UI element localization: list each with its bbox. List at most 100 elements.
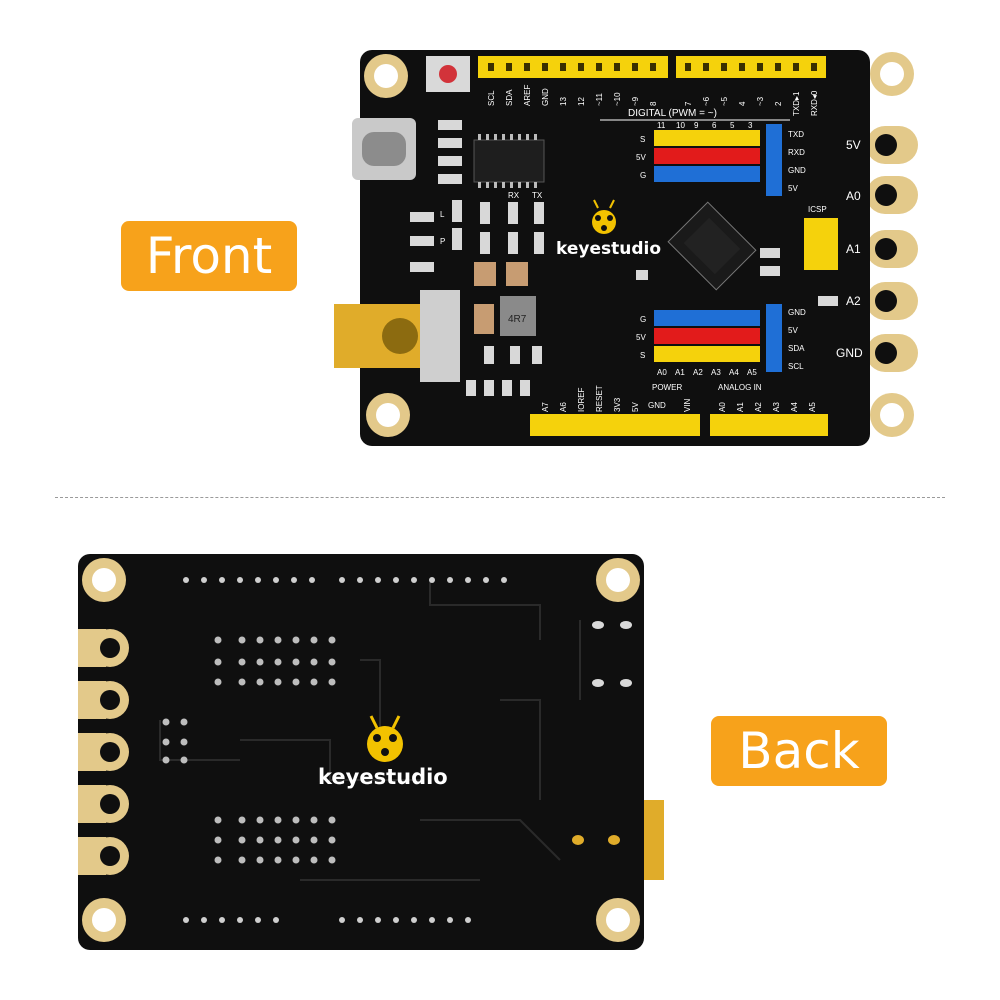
rx-label: RX [508, 191, 520, 200]
i2c-label: 5V [788, 326, 798, 335]
capacitor [474, 262, 496, 286]
uart-label: TXD [788, 130, 804, 139]
led-p-label: P [440, 237, 445, 246]
top-header-right [676, 56, 826, 78]
inductor [500, 296, 536, 336]
bottom-pin-block [654, 304, 782, 372]
pwm-label: 3 [748, 121, 753, 130]
bottom-header-labels: A7 A6 IOREF RESET 3V3 5V GND VIN A0 A1 A… [541, 385, 817, 412]
pin-label: 13 [559, 97, 568, 106]
power-label: POWER [652, 383, 682, 392]
uart-label: RXD [788, 148, 805, 157]
side-pad-label: A1 [846, 242, 861, 256]
pin-label: SCL [487, 90, 496, 106]
pin-label: 5V [631, 402, 640, 412]
side-pad-label: GND [836, 346, 863, 360]
brand-name: keyestudio [556, 239, 661, 259]
pwm-label: 9 [694, 121, 699, 130]
pin-label: ~9 [631, 96, 640, 106]
top-header-left [478, 56, 668, 78]
tx-label: TX [532, 191, 543, 200]
pin-label: 4 [738, 101, 747, 106]
pin-label: 3V3 [613, 397, 622, 412]
pin-label: A6 [559, 402, 568, 412]
analog-label: A5 [747, 368, 757, 377]
top-header-labels: SCL SDA AREF GND 13 12 ~11 ~10 ~9 8 7 ~6… [487, 85, 819, 116]
pwm-label: 6 [712, 121, 717, 130]
back-pcb [78, 554, 644, 950]
back-pin-grid-top [214, 636, 336, 686]
pin-label: ~3 [756, 96, 765, 106]
back-board: keyestudio [78, 554, 664, 950]
inductor-label: 4R7 [508, 314, 527, 325]
pin-label: A1 [736, 402, 745, 412]
pin-label: RXD◂0 [810, 90, 819, 116]
pin-label: A4 [790, 402, 799, 412]
side-pad-label: 5V [846, 138, 861, 152]
row-label: S [640, 351, 645, 360]
icsp-header [804, 218, 838, 270]
top-pin-block [654, 124, 782, 196]
i2c-label: GND [788, 308, 806, 317]
usb-serial-chip [473, 139, 545, 183]
analog-label: A0 [657, 368, 667, 377]
pin-label: AREF [523, 85, 532, 106]
row-label: S [640, 135, 645, 144]
pin-label: ~6 [702, 96, 711, 106]
analog-label: A3 [711, 368, 721, 377]
pin-label: ~11 [595, 92, 604, 106]
pin-label: A7 [541, 402, 550, 412]
capacitor [506, 262, 528, 286]
back-pin-grid-bottom [214, 816, 336, 864]
icsp-label: ICSP [808, 205, 827, 214]
pin-label: 8 [649, 101, 658, 106]
uart-label: 5V [788, 184, 798, 193]
pcb-traces [159, 580, 581, 881]
row-label: G [640, 171, 646, 180]
i2c-label: SCL [788, 362, 804, 371]
keyestudio-logo-back: keyestudio [318, 715, 448, 789]
side-pad-label: A0 [846, 189, 861, 203]
bottom-header-left [530, 414, 700, 436]
mcu-chip [667, 201, 757, 291]
row-label: 5V [636, 333, 646, 342]
front-label: Front [121, 221, 297, 291]
pin-label: IOREF [577, 387, 586, 412]
pin-label: A0 [718, 402, 727, 412]
digital-label: DIGITAL (PWM = ~) [628, 108, 717, 119]
back-pin-holes [183, 577, 507, 923]
pin-label: SDA [505, 89, 514, 106]
pwm-label: 10 [676, 121, 685, 130]
i2c-label: SDA [788, 344, 805, 353]
row-label: G [640, 315, 646, 324]
pin-label: VIN [683, 398, 692, 412]
pin-label: RESET [595, 385, 604, 412]
pwm-label: 11 [657, 121, 666, 130]
pin-label: TXD▸1 [792, 91, 801, 116]
keyestudio-logo-front: keyestudio [556, 199, 661, 259]
uart-label: GND [788, 166, 806, 175]
back-label: Back [711, 716, 887, 786]
pin-label: ~5 [720, 96, 729, 106]
bottom-header-right [710, 414, 828, 436]
pin-label: 7 [684, 101, 693, 106]
pin-label: GND [541, 88, 550, 106]
divider-line [55, 497, 945, 498]
back-mounting-holes [82, 558, 640, 942]
back-icsp-holes [162, 718, 188, 764]
pin-label: 2 [774, 101, 783, 106]
pin-label: A2 [754, 402, 763, 412]
pin-label: ~10 [613, 92, 622, 106]
smd-components [410, 120, 838, 396]
front-mounting-holes [364, 52, 914, 437]
analog-label: A4 [729, 368, 739, 377]
led-l-label: L [440, 210, 445, 219]
row-label: 5V [636, 153, 646, 162]
front-board: SCL SDA AREF GND 13 12 ~11 ~10 ~9 8 7 ~6… [334, 50, 918, 446]
analog-label: A1 [675, 368, 685, 377]
capacitor [474, 304, 494, 334]
analog-in-label: ANALOG IN [718, 383, 762, 392]
pwm-label: 5 [730, 121, 735, 130]
pin-label: GND [648, 401, 666, 410]
analog-label: A2 [693, 368, 703, 377]
